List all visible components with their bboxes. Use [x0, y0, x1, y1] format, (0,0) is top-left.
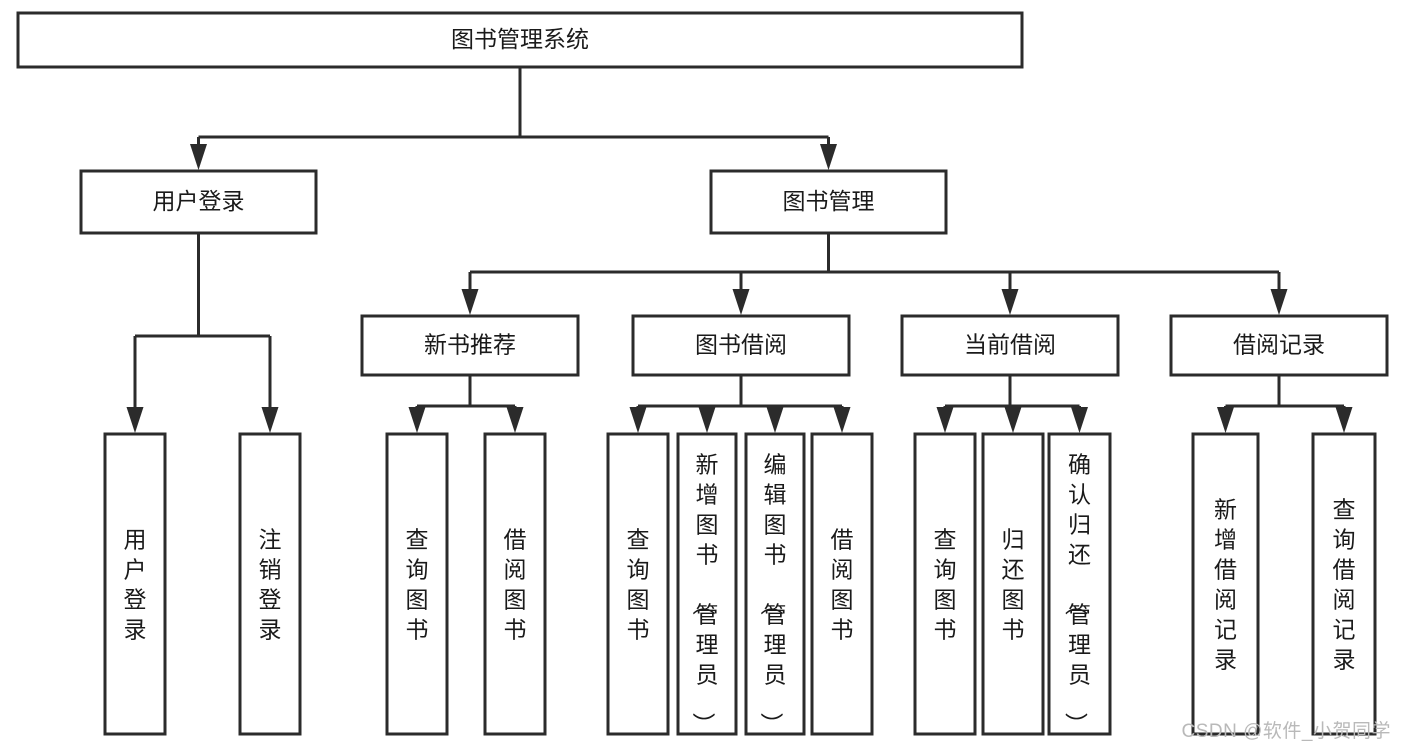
node-label: 编辑图书（管理员）	[759, 451, 787, 735]
node-label: 用户登录	[124, 526, 147, 642]
node-label: 当前借阅	[964, 332, 1056, 358]
arrow-head-icon	[1270, 289, 1288, 315]
node-label: 确认归还（管理员）	[1063, 451, 1091, 735]
connector-group	[1217, 375, 1353, 433]
node-layer: 图书管理系统用户登录图书管理新书推荐图书借阅当前借阅借阅记录用户登录注销登录查询…	[16, 11, 1389, 736]
node-label: 图书管理	[783, 188, 875, 214]
node-label: 注销登录	[259, 526, 282, 642]
node-borrow-record[interactable]: 借阅记录	[1169, 314, 1389, 377]
watermark-label: CSDN @软件_小贺同学	[1181, 721, 1391, 742]
node-leaf-user-login[interactable]: 用户登录	[103, 432, 167, 736]
node-book-borrow[interactable]: 图书借阅	[631, 314, 851, 377]
connector-layer	[126, 67, 1353, 433]
node-box	[1169, 314, 1389, 377]
node-box	[238, 432, 302, 736]
node-box	[981, 432, 1045, 736]
arrow-head-icon	[833, 407, 851, 433]
node-leaf-edit-book[interactable]: 编辑图书（管理员）	[744, 432, 806, 736]
connector-group	[936, 375, 1088, 433]
arrow-head-icon	[1217, 407, 1234, 433]
node-leaf-query-book-nb[interactable]: 查询图书	[385, 432, 449, 736]
node-current-borrow[interactable]: 当前借阅	[900, 314, 1120, 377]
node-box	[900, 314, 1120, 377]
node-box	[360, 314, 580, 377]
node-box	[385, 432, 449, 736]
arrow-head-icon	[732, 289, 750, 315]
node-label: 图书借阅	[695, 332, 787, 358]
arrow-head-icon	[1004, 407, 1022, 433]
arrow-head-icon	[126, 407, 144, 433]
node-label: 借阅记录	[1233, 332, 1325, 358]
node-box	[676, 432, 738, 736]
node-box	[606, 432, 670, 736]
node-user-login[interactable]: 用户登录	[79, 169, 318, 235]
node-leaf-confirm-return[interactable]: 确认归还（管理员）	[1047, 432, 1112, 736]
node-box	[1311, 432, 1377, 736]
connector-group	[190, 67, 837, 170]
arrow-head-icon	[698, 407, 716, 433]
node-label: 查询图书	[627, 526, 650, 642]
node-label: 查询借阅记录	[1333, 496, 1356, 672]
node-box	[913, 432, 977, 736]
node-box	[79, 169, 318, 235]
arrow-head-icon	[1001, 289, 1019, 315]
node-new-book-recommend[interactable]: 新书推荐	[360, 314, 580, 377]
node-label: 用户登录	[153, 188, 245, 214]
node-label: 借阅图书	[831, 526, 854, 642]
node-box	[1191, 432, 1260, 736]
node-box	[1047, 432, 1112, 736]
node-leaf-add-record[interactable]: 新增借阅记录	[1191, 432, 1260, 736]
node-box	[16, 11, 1024, 69]
node-leaf-query-book-cb[interactable]: 查询图书	[913, 432, 977, 736]
node-box	[631, 314, 851, 377]
arrow-head-icon	[1335, 407, 1353, 433]
node-label: 归还图书	[1002, 526, 1025, 642]
node-book-manage[interactable]: 图书管理	[709, 169, 948, 235]
arrow-head-icon	[190, 144, 207, 170]
node-root[interactable]: 图书管理系统	[16, 11, 1024, 69]
connector-group	[408, 375, 524, 433]
arrow-head-icon	[936, 407, 954, 433]
node-box	[709, 169, 948, 235]
node-label: 查询图书	[934, 526, 957, 642]
node-label: 新增借阅记录	[1214, 496, 1237, 672]
node-leaf-borrow-book-nb[interactable]: 借阅图书	[483, 432, 547, 736]
arrow-head-icon	[1071, 407, 1088, 433]
arrow-head-icon	[408, 407, 426, 433]
connector-group	[629, 375, 851, 433]
node-leaf-query-record[interactable]: 查询借阅记录	[1311, 432, 1377, 736]
node-leaf-add-book[interactable]: 新增图书（管理员）	[676, 432, 738, 736]
arrow-head-icon	[766, 407, 784, 433]
connector-group	[461, 233, 1288, 315]
node-label: 图书管理系统	[451, 26, 589, 52]
node-leaf-return-book[interactable]: 归还图书	[981, 432, 1045, 736]
node-box	[744, 432, 806, 736]
node-leaf-query-book-bb[interactable]: 查询图书	[606, 432, 670, 736]
node-leaf-borrow-book-bb[interactable]: 借阅图书	[810, 432, 874, 736]
arrow-head-icon	[629, 407, 647, 433]
arrow-head-icon	[820, 144, 837, 170]
node-box	[483, 432, 547, 736]
node-label: 借阅图书	[504, 526, 527, 642]
arrow-head-icon	[261, 407, 279, 433]
node-box	[103, 432, 167, 736]
node-label: 查询图书	[406, 526, 429, 642]
node-leaf-logout[interactable]: 注销登录	[238, 432, 302, 736]
arrow-head-icon	[461, 289, 479, 315]
node-label: 新书推荐	[424, 332, 516, 358]
arrow-head-icon	[506, 407, 524, 433]
node-label: 新增图书（管理员）	[691, 451, 719, 735]
node-box	[810, 432, 874, 736]
connector-group	[126, 233, 279, 433]
